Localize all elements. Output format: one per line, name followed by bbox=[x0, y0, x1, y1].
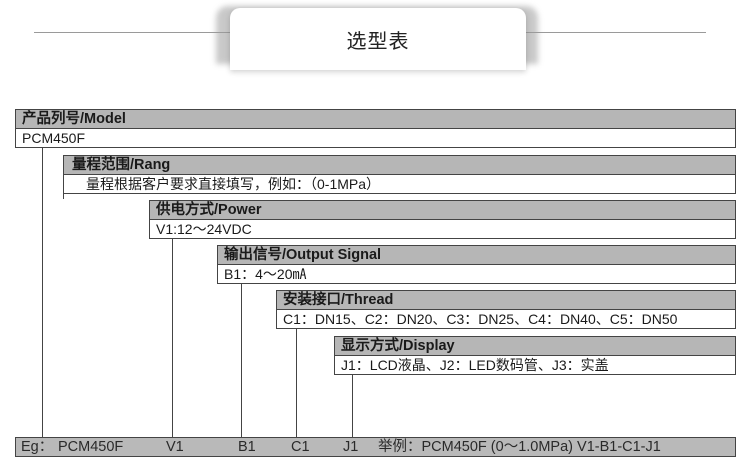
example-full: 举例：PCM450F (0～1.0MPa) V1-B1-C1-J1 bbox=[378, 439, 661, 455]
model-value: PCM450F bbox=[15, 129, 736, 148]
title-rule-left bbox=[34, 32, 234, 33]
output-value: B1：4～20㎃ bbox=[217, 265, 736, 284]
display-value: J1：LCD液晶、J2：LED数码管、J3：实盖 bbox=[334, 356, 736, 375]
title-rule-right bbox=[522, 32, 706, 33]
thread-connector bbox=[296, 329, 297, 437]
output-connector bbox=[241, 284, 242, 437]
example-power: V1 bbox=[166, 439, 184, 455]
output-header: 输出信号/Output Signal bbox=[217, 245, 736, 265]
example-model: PCM450F bbox=[58, 439, 124, 455]
example-thread: C1 bbox=[291, 439, 310, 455]
range-header: 量程范围/Rang bbox=[63, 155, 736, 175]
power-connector bbox=[172, 239, 173, 437]
thread-header: 安装接口/Thread bbox=[276, 290, 736, 310]
range-connector bbox=[63, 194, 64, 199]
example-display: J1 bbox=[343, 439, 359, 455]
model-connector bbox=[42, 148, 43, 437]
thread-value: C1：DN15、C2：DN20、C3：DN25、C4：DN40、C5：DN50 bbox=[276, 310, 736, 329]
example-prefix: Eg： bbox=[21, 439, 54, 455]
power-value: V1:12～24VDC bbox=[149, 220, 736, 239]
display-header: 显示方式/Display bbox=[334, 336, 736, 356]
model-header: 产品列号/Model bbox=[15, 109, 736, 129]
range-value: 量程根据客户要求直接填写，例如：（0-1MPa） bbox=[63, 175, 736, 194]
page-title: 选型表 bbox=[346, 28, 410, 53]
title-tab: 选型表 bbox=[230, 8, 526, 70]
example-bar: Eg： PCM450F V1 B1 C1 J1 举例：PCM450F (0～1.… bbox=[15, 437, 736, 457]
power-header: 供电方式/Power bbox=[149, 200, 736, 220]
example-output: B1 bbox=[238, 439, 256, 455]
display-connector bbox=[352, 375, 353, 437]
